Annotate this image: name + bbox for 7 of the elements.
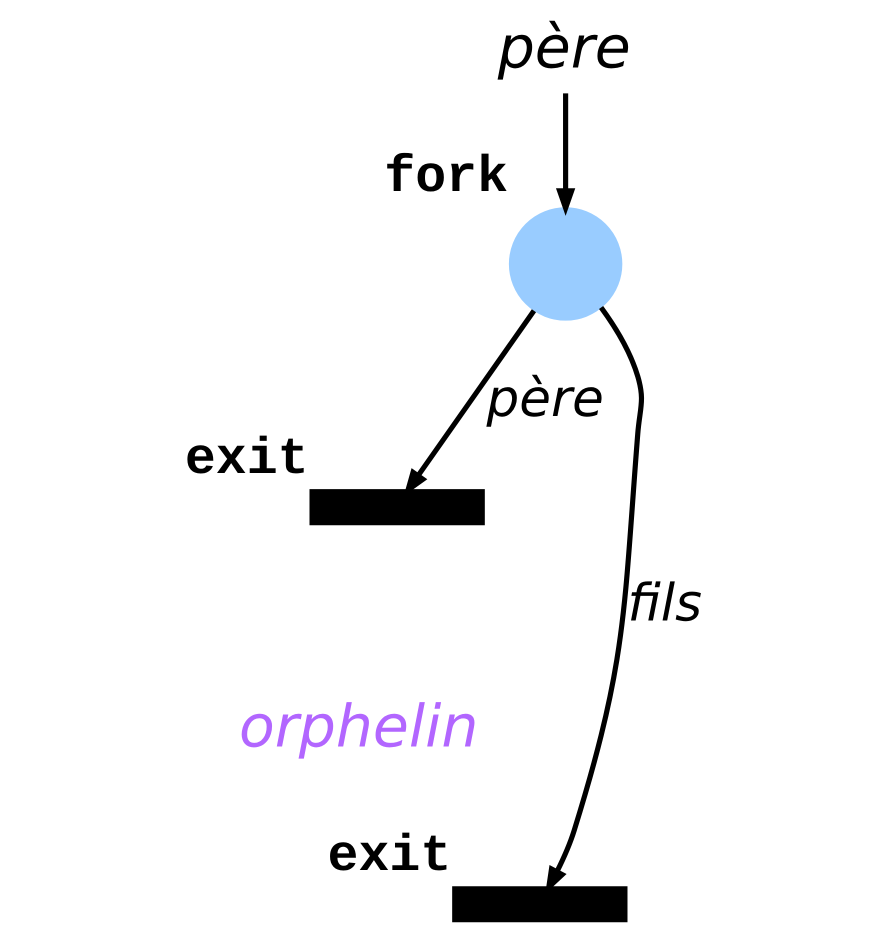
node-label: exit [328, 828, 452, 886]
node-label: exit [184, 430, 309, 489]
label: orphelin [239, 692, 478, 760]
edge-label: père [486, 369, 604, 430]
node-text: père [498, 13, 631, 82]
edge-label: fils [627, 574, 702, 634]
node-label: fork [384, 148, 508, 207]
